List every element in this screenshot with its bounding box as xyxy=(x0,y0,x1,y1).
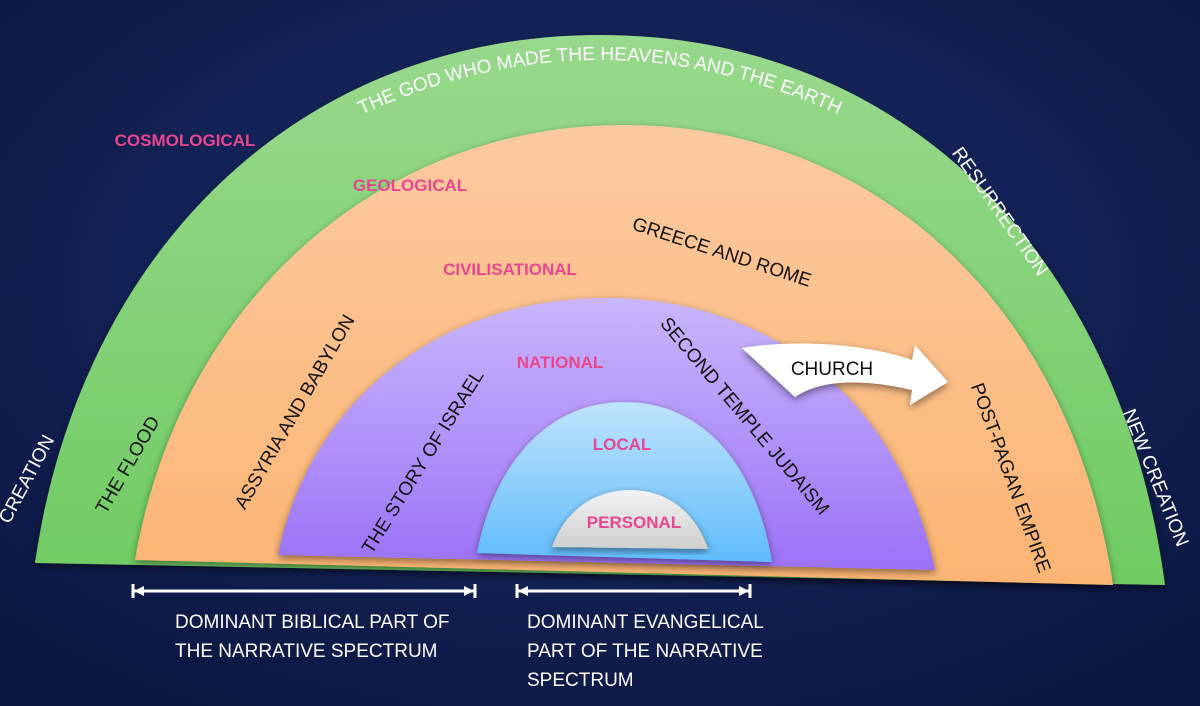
evangelical-span: DOMINANT EVANGELICAL PART OF THE NARRATI… xyxy=(515,584,764,691)
evangelical-caption-line3: SPECTRUM xyxy=(527,670,634,691)
evangelical-caption-line1: DOMINANT EVANGELICAL xyxy=(527,612,764,633)
scale-geological: GEOLOGICAL xyxy=(353,176,467,195)
scale-local: LOCAL xyxy=(593,435,652,454)
church-arrow: CHURCH xyxy=(742,343,948,405)
biblical-caption-line2: THE NARRATIVE SPECTRUM xyxy=(175,641,438,662)
scale-personal: PERSONAL xyxy=(587,513,681,532)
personal-arc xyxy=(552,490,708,549)
arrow-icon xyxy=(742,343,948,405)
scale-cosmological: COSMOLOGICAL xyxy=(115,131,256,150)
scale-national: NATIONAL xyxy=(517,353,604,372)
biblical-caption-line1: DOMINANT BIBLICAL PART OF xyxy=(175,612,450,633)
evangelical-caption-line2: PART OF THE NARRATIVE xyxy=(527,641,763,662)
church-label: CHURCH xyxy=(791,359,873,380)
local-arc xyxy=(477,402,772,562)
biblical-span: DOMINANT BIBLICAL PART OF THE NARRATIVE … xyxy=(131,584,477,662)
scale-civilisational: CIVILISATIONAL xyxy=(443,260,577,279)
